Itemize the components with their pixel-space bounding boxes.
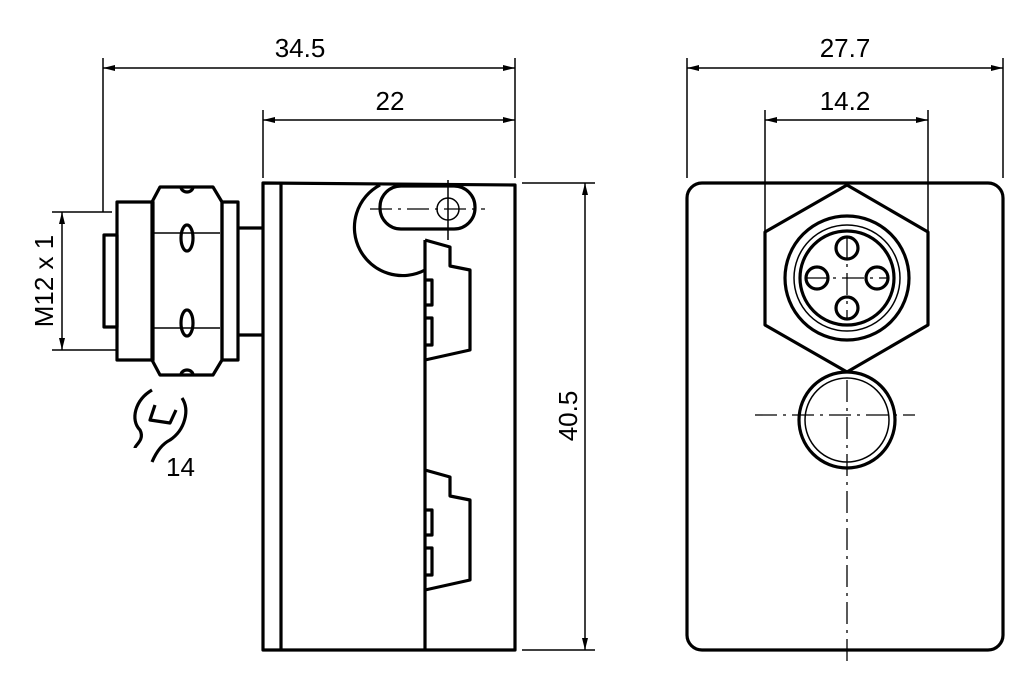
side-view: 14 34.5 22 40.5 M12 x 1 — [29, 33, 595, 652]
dim-height: 40.5 — [553, 391, 583, 442]
wrench-size-label: 14 — [166, 452, 195, 482]
dim-body-length: 22 — [376, 86, 405, 116]
housing-outline — [685, 181, 1005, 652]
connector — [102, 185, 263, 377]
wrench-icon — [133, 388, 188, 463]
body-outline — [261, 180, 517, 652]
front-view: 27.7 14.2 — [685, 33, 1005, 662]
dim-overall-length: 34.5 — [275, 33, 326, 63]
dim-width: 27.7 — [820, 33, 871, 63]
dim-thread: M12 x 1 — [29, 235, 59, 328]
dim-hex: 14.2 — [820, 86, 871, 116]
